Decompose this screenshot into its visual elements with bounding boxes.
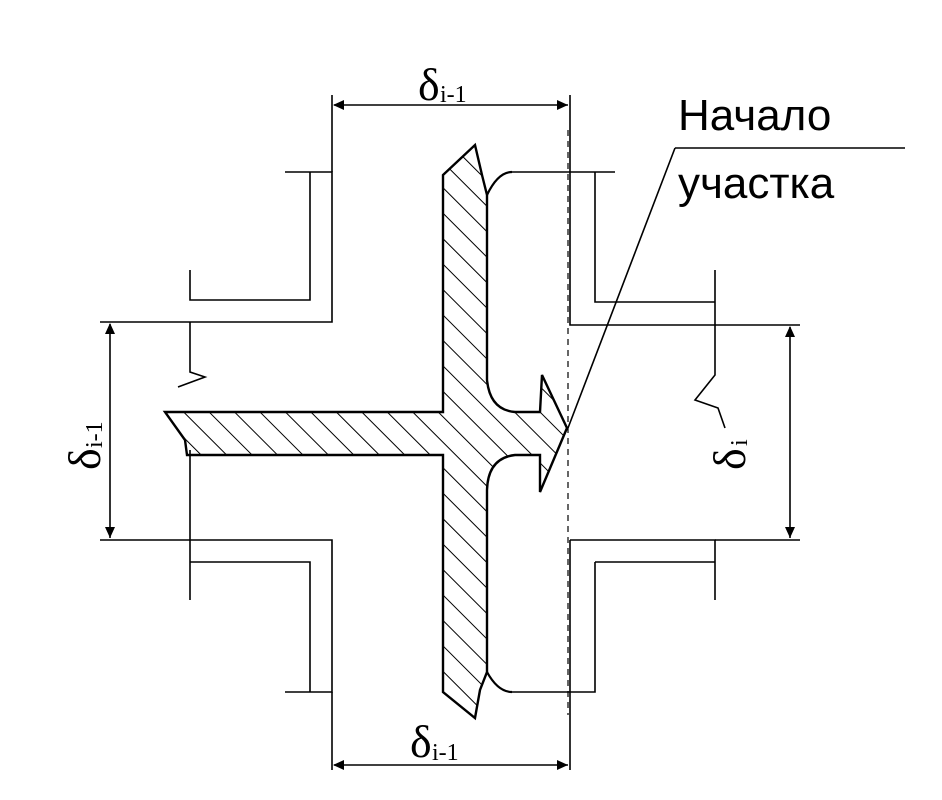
dimension-top-symbol: δ: [418, 59, 440, 110]
weld-seam-hatched: [162, 142, 569, 721]
plate-outline-bottom-left: [189, 450, 333, 693]
plate-outline-top-left: [177, 171, 333, 388]
dimension-bottom-subscript: i-1: [432, 740, 459, 766]
seam-edge-curves: [486, 170, 513, 694]
dimension-top: δ i-1: [331, 59, 571, 172]
annotation-line-1: Начало: [678, 91, 831, 140]
dimension-bottom: δ i-1: [331, 692, 571, 770]
dimension-bottom-symbol: δ: [410, 716, 432, 767]
dimension-left-subscript: i-1: [82, 421, 108, 448]
annotation-start-of-section: Начало участка: [567, 91, 905, 429]
dimension-right-subscript: i: [727, 439, 753, 446]
dimension-right-symbol: δ: [704, 448, 755, 470]
plate-outline-bottom-right: [512, 539, 716, 693]
dimension-left-symbol: δ: [59, 448, 110, 470]
dimension-right: δ i: [704, 324, 800, 541]
dimension-top-subscript: i-1: [440, 82, 467, 108]
annotation-line-2: участка: [678, 159, 835, 208]
plate-outline-top-right: [512, 171, 726, 429]
dimension-left: δ i-1: [59, 321, 190, 541]
